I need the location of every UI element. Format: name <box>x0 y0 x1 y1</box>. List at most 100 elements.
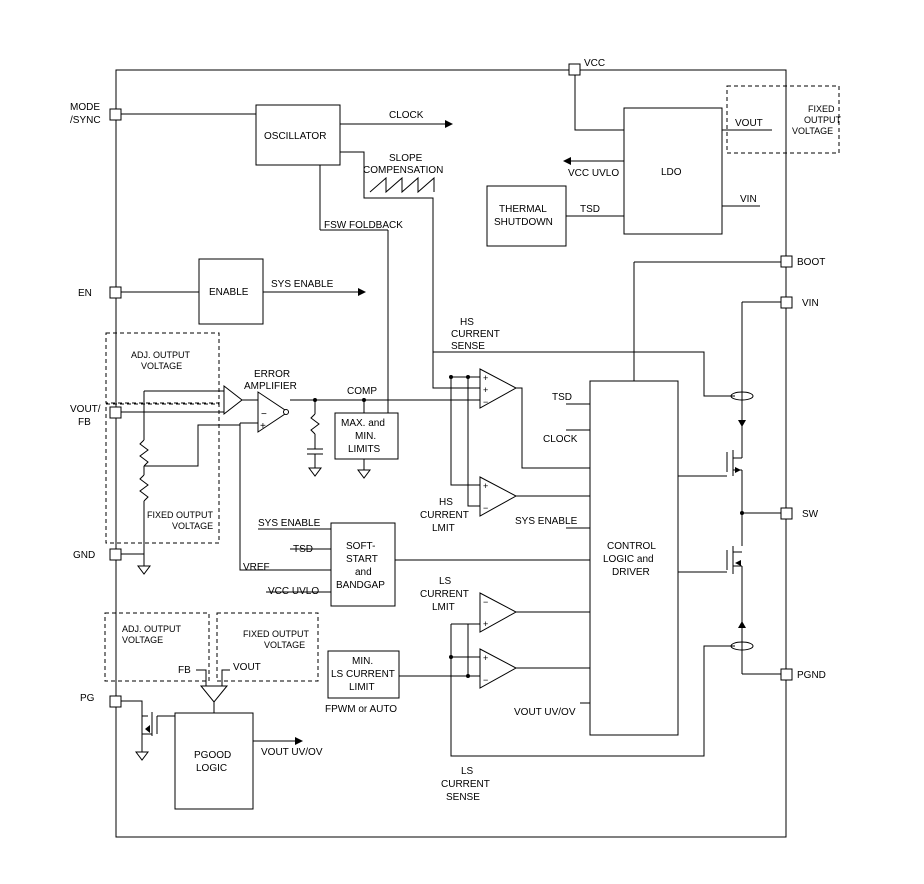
error-amp-label-2: AMPLIFIER <box>244 381 297 392</box>
pin-en: EN <box>78 286 122 299</box>
softstart-block <box>330 522 396 607</box>
ldo-label: LDO <box>661 167 682 178</box>
adj-bottom-label-2: VOLTAGE <box>122 635 163 645</box>
limits-label-2: MIN. <box>355 431 376 442</box>
control-label-3: DRIVER <box>612 567 650 578</box>
pgood-uvov-label: VOUT UV/OV <box>261 747 323 758</box>
resistor-top-icon <box>139 439 149 467</box>
clock-label: CLOCK <box>389 110 424 121</box>
ls-sense-label-3: SENSE <box>446 792 480 803</box>
ldo-vin-label: VIN <box>740 194 757 205</box>
pgood-arrow-icon <box>295 737 303 745</box>
min-ls-limit-block <box>327 650 400 699</box>
buffer-triangle-icon <box>223 384 243 416</box>
oscillator-block <box>255 104 341 166</box>
ls-limit-comparator-icon <box>479 592 518 633</box>
fixed-bottom-label-1: FIXED OUTPUT <box>243 629 310 639</box>
ls-sense-wire <box>450 624 735 757</box>
fixed-ldo-dashed-box <box>726 85 840 154</box>
thermal-shutdown-block <box>486 185 567 247</box>
fixed-mid-label-1: FIXED OUTPUT <box>147 510 214 520</box>
adj-bottom-label-1: ADJ. OUTPUT <box>122 624 182 634</box>
control-logic-block <box>589 380 679 736</box>
pin-vcc: VCC <box>568 58 605 76</box>
hs-limit-label-1: HS <box>439 497 453 508</box>
hs-limit-comparator-icon <box>479 476 518 517</box>
error-amp-minus: − <box>261 409 267 420</box>
ls-sense-label-2: CURRENT <box>441 779 490 790</box>
svg-text:−: − <box>483 397 488 407</box>
pin-mode-label: MODE <box>70 102 100 113</box>
svg-text:−: − <box>483 675 488 685</box>
ldo-block <box>623 107 723 235</box>
control-label-1: CONTROL <box>607 541 656 552</box>
pgood-label-2: LOGIC <box>196 763 227 774</box>
pin-pgnd: PGND <box>780 668 826 681</box>
pin-vcc-label: VCC <box>584 58 605 69</box>
fixed-mid-dashed-box <box>105 403 220 544</box>
hs-sense-coil-icon <box>730 391 754 401</box>
pin-vout-label: VOUT/ <box>70 404 101 415</box>
fixed-mid-label-2: VOLTAGE <box>172 521 213 531</box>
svg-text:+: + <box>483 619 488 629</box>
fpwm-label: FPWM or AUTO <box>325 704 397 715</box>
ctl-vout-uvov-label: VOUT UV/OV <box>514 707 576 718</box>
pin-sync-label: /SYNC <box>70 115 101 126</box>
min-ls-label-1: MIN. <box>352 656 373 667</box>
pgood-label-1: PGOOD <box>194 750 231 761</box>
adj-top-dashed-box <box>105 332 220 404</box>
vref-wire <box>239 423 331 571</box>
slope-wire <box>340 151 480 389</box>
vref-label: VREF <box>243 562 270 573</box>
ls-limit-label-3: LMIT <box>432 602 455 613</box>
enable-label: ENABLE <box>209 287 249 298</box>
adj-bottom-dashed-box <box>104 612 210 682</box>
svg-text:−: − <box>483 597 488 607</box>
pin-vout-fb: VOUT/ FB <box>70 404 122 428</box>
fixed-ldo-label-1: FIXED <box>808 104 835 114</box>
ss-label-3: and <box>355 567 372 578</box>
ls-sense-coil-icon <box>730 641 754 651</box>
pg-vout-label: VOUT <box>233 662 261 673</box>
ss-sys-enable-label: SYS ENABLE <box>258 518 321 529</box>
comp-label: COMP <box>347 386 377 397</box>
hs-mosfet-icon <box>726 450 743 546</box>
hs-sense-label-1: HS <box>460 317 474 328</box>
tsd-label: TSD <box>580 204 600 215</box>
svg-text:+: + <box>483 653 488 663</box>
svg-text:+: + <box>483 385 488 395</box>
limits-ground-icon <box>357 469 371 479</box>
ground-icon <box>137 565 151 575</box>
adj-top-label-2: VOLTAGE <box>141 361 182 371</box>
fsw-label: FSW FOLDBACK <box>324 220 403 231</box>
ctl-tsd-label: TSD <box>552 392 572 403</box>
pin-sw-label: SW <box>802 509 819 520</box>
hs-limit-label-2: CURRENT <box>420 510 469 521</box>
error-amp-icon <box>257 391 289 433</box>
vcc-uvlo-label: VCC UVLO <box>568 168 619 179</box>
pg-ground-icon <box>135 751 149 761</box>
pin-sw: SW <box>780 507 819 520</box>
pin-pg-label: PG <box>80 693 95 704</box>
ss-tsd-label: TSD <box>293 544 313 555</box>
comp-ground-icon <box>308 467 322 477</box>
min-ls-label-3: LIMIT <box>349 682 375 693</box>
min-ls-label-2: LS CURRENT <box>331 669 395 680</box>
thermal-label-1: THERMAL <box>499 204 547 215</box>
hs-limit-label-3: LMIT <box>432 523 455 534</box>
pg-buffer-icon <box>199 685 229 703</box>
error-amp-label-1: ERROR <box>254 369 290 380</box>
fixed-ldo-label-3: VOLTAGE <box>792 126 833 136</box>
ldo-vout-label: VOUT <box>735 118 763 129</box>
oscillator-label: OSCILLATOR <box>264 131 326 142</box>
svg-text:−: − <box>483 503 488 513</box>
ctl-clock-label: CLOCK <box>543 434 578 445</box>
ls-sense-label-1: LS <box>461 766 474 777</box>
ic-boundary <box>115 69 787 838</box>
hs-sense-comparator-icon <box>479 368 518 409</box>
thermal-label-2: SHUTDOWN <box>494 217 553 228</box>
limits-label-1: MAX. and <box>341 418 385 429</box>
svg-text:+: + <box>483 481 488 491</box>
pg-mosfet-icon <box>121 700 175 752</box>
